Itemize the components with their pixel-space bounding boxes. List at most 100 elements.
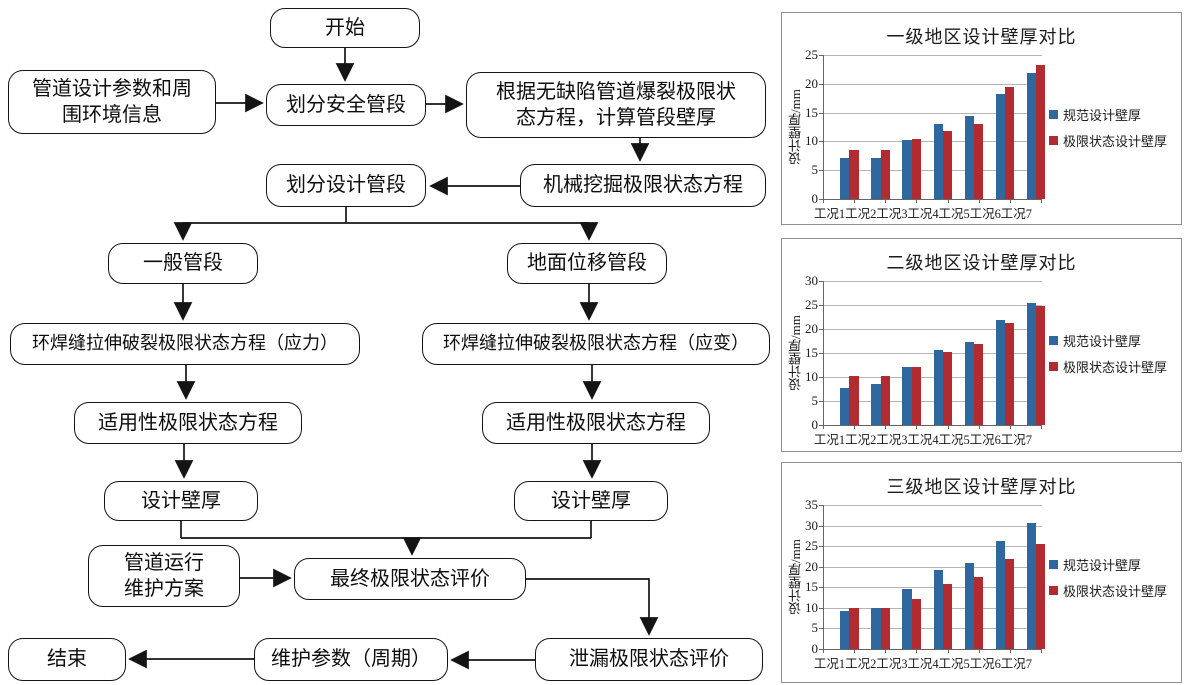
y-tick-mark (819, 353, 823, 354)
flow-node-burst-calc-line2: 态方程，计算管段壁厚 (516, 107, 716, 129)
bar-code-case4 (933, 570, 943, 649)
x-tick-label: 工况3 (876, 207, 908, 221)
bar-limit-case7 (1036, 305, 1046, 425)
flow-node-weld-strain: 环焊缝拉伸破裂极限状态方程（应变） (422, 323, 770, 365)
legend-label: 极限状态设计壁厚 (1063, 134, 1168, 149)
y-tick-mark (819, 401, 823, 402)
x-tick-mark (1009, 426, 1011, 429)
y-tick-mark (819, 628, 823, 630)
gridline (824, 353, 1042, 354)
legend: 规范设计壁厚极限状态设计壁厚 (1049, 105, 1167, 150)
gridline (824, 525, 1042, 527)
y-tick-mark (819, 55, 823, 56)
plot-area (823, 55, 1046, 200)
y-tick-label: 30 (805, 517, 818, 533)
x-tick-mark (854, 650, 856, 653)
x-tick-mark (885, 200, 887, 203)
y-tick-mark (819, 112, 823, 114)
y-tick-label: 25 (805, 538, 818, 554)
flow-node-pipe-info-line1: 管道设计参数和周 (32, 77, 192, 100)
legend-label: 规范设计壁厚 (1063, 334, 1142, 349)
flow-node-op-plan-line2: 维护方案 (124, 578, 204, 600)
y-tick-mark (819, 281, 823, 282)
bar-limit-case2 (880, 150, 890, 199)
y-tick-mark (819, 525, 823, 527)
bar-limit-case2 (880, 376, 890, 425)
legend-swatch (1049, 136, 1058, 145)
x-tick-label: 工况4 (907, 433, 939, 447)
y-tick-label: 25 (805, 47, 818, 62)
y-tick-label: 20 (805, 321, 818, 336)
y-tick-mark (819, 587, 823, 589)
legend-swatch (1049, 336, 1058, 345)
x-tick-mark (1041, 200, 1042, 203)
flow-node-general-segment: 一般管段 (108, 243, 258, 284)
legend-swatch (1049, 586, 1058, 595)
legend-item: 规范设计壁厚 (1049, 105, 1167, 124)
bar-code-case1 (840, 387, 850, 425)
x-tick-mark (823, 200, 824, 203)
bar-code-case6 (995, 320, 1006, 425)
flow-node-burst-calc: 根据无缺陷管道爆裂极限状 态方程，计算管段壁厚 (466, 72, 766, 138)
x-tick-label: 工况6 (969, 657, 1001, 671)
flowchart: 开始 管道设计参数和周 围环境信息 划分安全管段 根据无缺陷管道爆裂极限状 态方… (8, 8, 770, 681)
x-tick-mark (947, 200, 949, 203)
flow-node-start: 开始 (270, 8, 420, 48)
x-tick-mark (854, 426, 856, 429)
bar-limit-case5 (973, 123, 984, 199)
y-tick-label: 0 (811, 417, 819, 432)
gridline (824, 607, 1042, 609)
bar-limit-case1 (849, 150, 859, 199)
legend-swatch (1049, 362, 1058, 371)
legend: 规范设计壁厚极限状态设计壁厚 (1049, 331, 1167, 376)
legend-item: 极限状态设计壁厚 (1049, 131, 1167, 150)
bar-limit-case5 (973, 344, 984, 425)
y-tick-label: 0 (811, 191, 819, 206)
x-tick-mark (823, 426, 824, 429)
bar-code-case4 (933, 124, 943, 199)
bar-code-case1 (840, 610, 850, 649)
x-tick-label: 工况1 (813, 207, 846, 221)
x-tick-label: 工况6 (969, 433, 1001, 447)
x-tick-label: 工况2 (845, 433, 877, 447)
x-tick-mark (1009, 200, 1011, 203)
y-tick-label: 5 (811, 620, 819, 636)
flow-node-pipe-info-line2: 围环境信息 (62, 104, 162, 126)
y-tick-label: 20 (805, 75, 818, 91)
bar-code-case3 (902, 589, 912, 649)
bar-code-case2 (871, 384, 881, 425)
x-tick-label: 工况7 (1000, 657, 1033, 671)
legend-swatch (1049, 110, 1058, 119)
x-tick-mark (947, 426, 949, 429)
legend-swatch (1049, 560, 1058, 569)
bar-code-case4 (933, 349, 943, 425)
flow-node-divide-safe: 划分安全管段 (266, 84, 426, 126)
x-tick-mark (885, 426, 887, 429)
x-tick-mark (978, 650, 980, 653)
x-tick-label: 工况1 (813, 433, 846, 447)
bar-limit-case4 (942, 584, 952, 649)
bar-limit-case7 (1036, 65, 1046, 199)
y-tick-label: 10 (805, 599, 818, 615)
x-tick-mark (1041, 650, 1042, 653)
y-tick-label: 10 (805, 369, 818, 384)
bar-limit-case1 (849, 376, 859, 425)
x-tick-mark (916, 200, 918, 203)
gridline (824, 281, 1042, 282)
x-tick-label: 工况3 (876, 657, 908, 671)
y-tick-label: 30 (805, 273, 818, 288)
bar-limit-case1 (849, 607, 859, 649)
legend-item: 极限状态设计壁厚 (1049, 581, 1167, 600)
bar-limit-case3 (911, 366, 921, 425)
flow-node-burst-calc-line1: 根据无缺陷管道爆裂极限状 (496, 80, 736, 103)
flow-node-wall-thickness-left: 设计壁厚 (104, 481, 258, 521)
y-tick-mark (819, 505, 823, 506)
gridline (824, 377, 1042, 378)
x-tick-mark (978, 426, 980, 429)
bar-code-case6 (995, 541, 1006, 649)
x-tick-label: 工况4 (907, 207, 939, 221)
legend-label: 规范设计壁厚 (1063, 108, 1142, 123)
